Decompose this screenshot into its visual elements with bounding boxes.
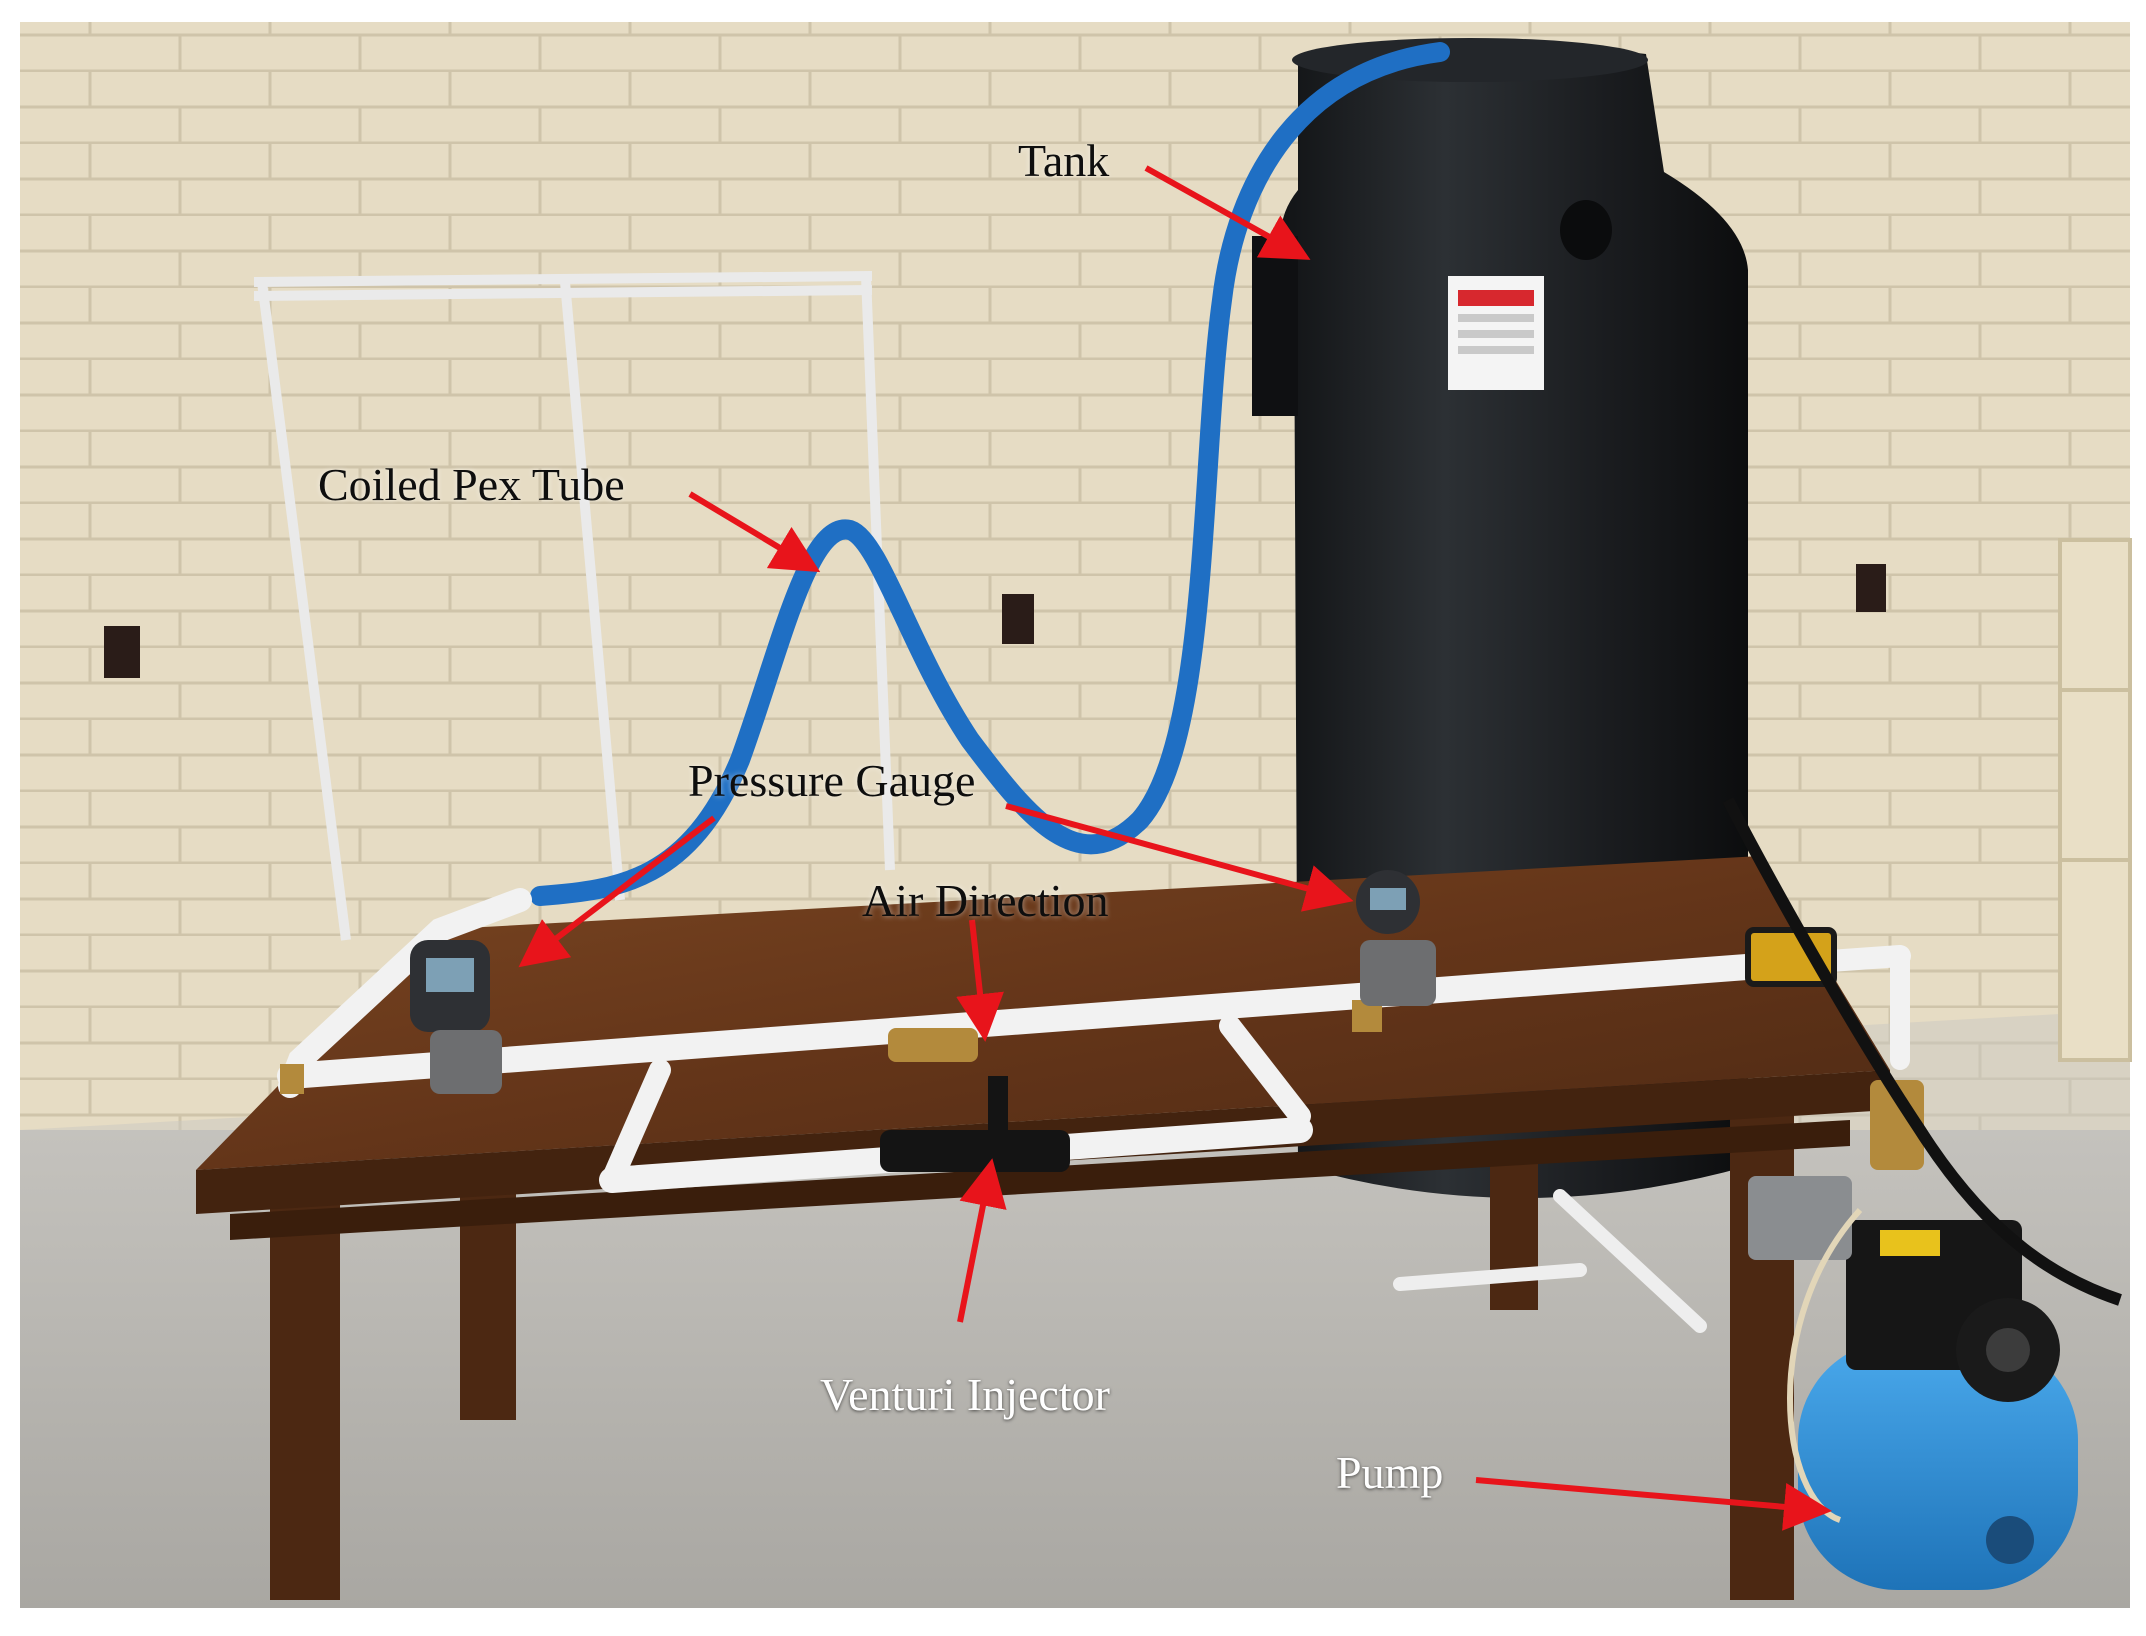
arrow-tank bbox=[1144, 165, 1311, 260]
pressure-gauge-right bbox=[1356, 870, 1436, 1006]
arrow-pressure-gauge-right bbox=[1005, 803, 1354, 912]
arrow-pump bbox=[1475, 1477, 1832, 1531]
arrow-coiled-pex-tube bbox=[688, 491, 821, 573]
arrow-pressure-gauge-left bbox=[518, 815, 716, 968]
venturi-body bbox=[880, 1130, 1070, 1172]
wall-outlet bbox=[1856, 564, 1886, 612]
wooden-shelf bbox=[2058, 538, 2132, 1062]
coiled-pex-tube-label: Coiled Pex Tube bbox=[318, 459, 625, 510]
tank-label: Tank bbox=[1018, 135, 1110, 186]
power-cable bbox=[1722, 797, 2122, 1306]
air-direction-label: Air Direction bbox=[862, 875, 1109, 926]
water-pump bbox=[1748, 1176, 2078, 1590]
drain-pipes bbox=[1393, 1189, 1707, 1333]
blue-pex-tube bbox=[530, 42, 1450, 906]
arrow-venturi-injector bbox=[957, 1158, 1007, 1323]
wall-outlet bbox=[104, 626, 140, 678]
pressure-gauge-label: Pressure Gauge bbox=[688, 755, 976, 806]
brass-fittings bbox=[280, 1000, 1924, 1170]
wall-outlet bbox=[1002, 594, 1034, 644]
arrow-air-direction bbox=[956, 919, 1004, 1042]
annotation-arrows bbox=[518, 165, 1832, 1531]
venturi-injector-label: Venturi Injector bbox=[820, 1369, 1110, 1420]
pump-label: Pump bbox=[1336, 1447, 1444, 1498]
pressure-gauge-left bbox=[410, 940, 502, 1094]
